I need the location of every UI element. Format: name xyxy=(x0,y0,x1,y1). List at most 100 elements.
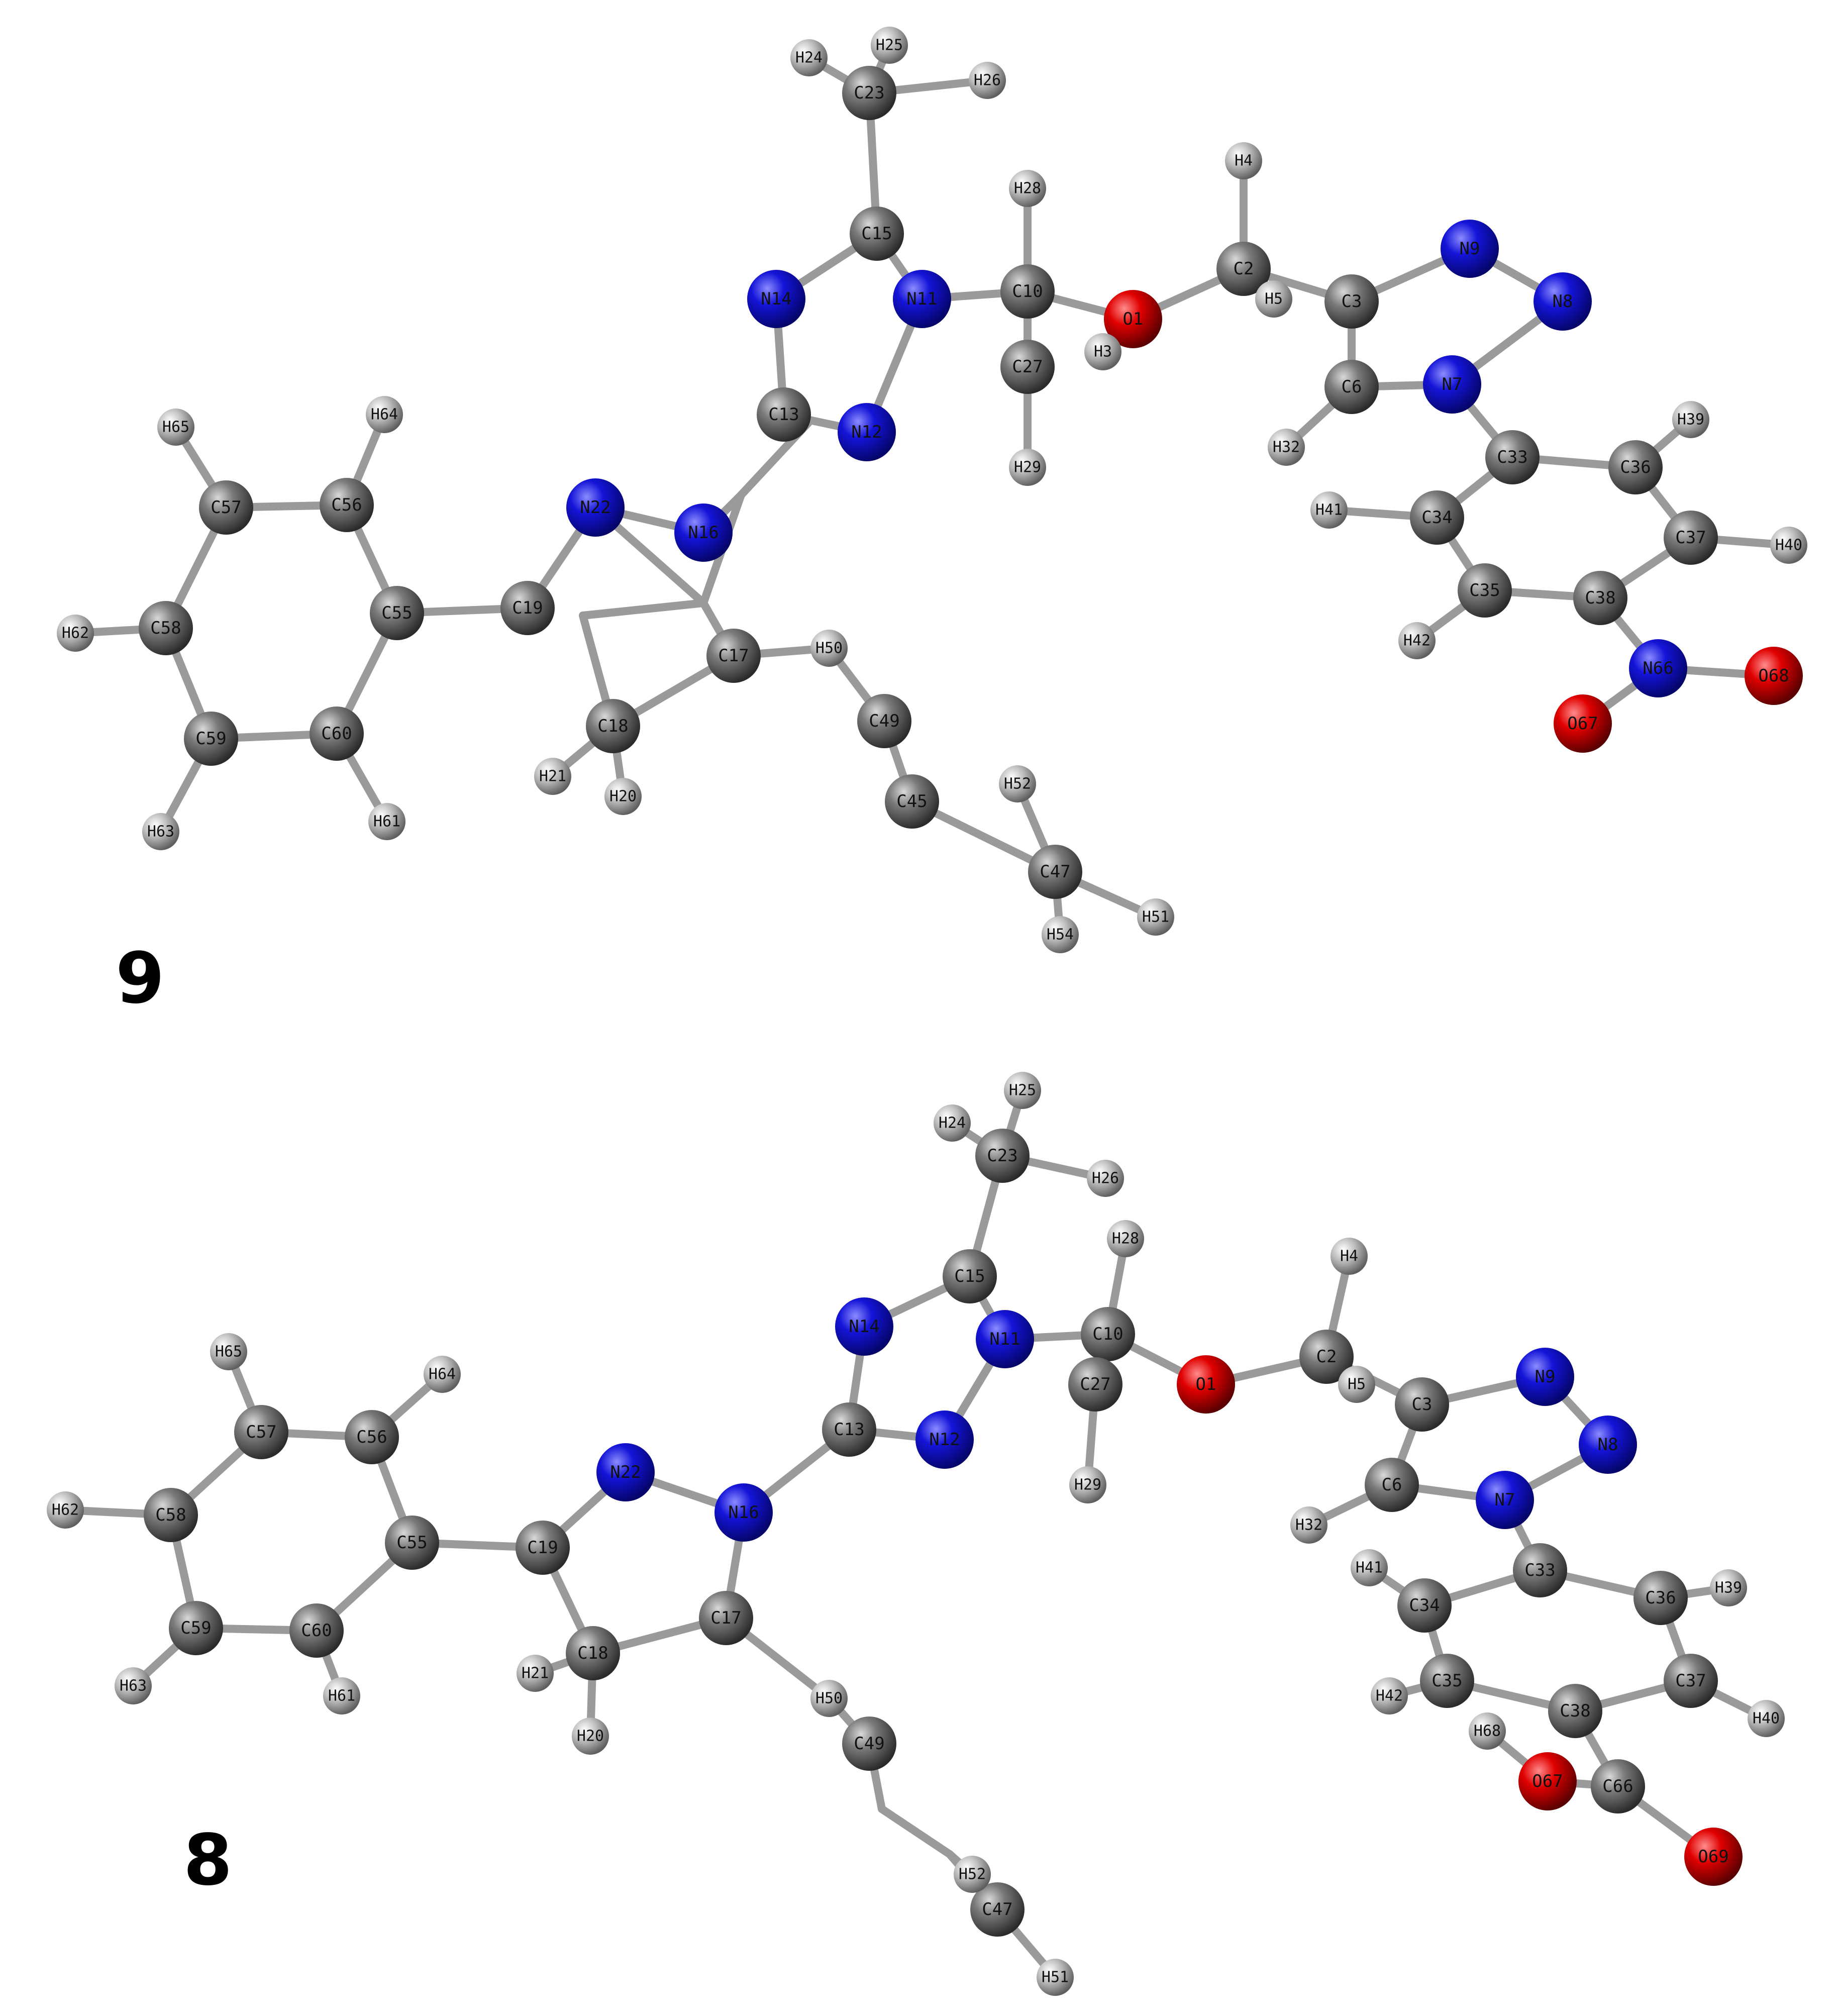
atom-c13: C13 xyxy=(822,1402,876,1457)
atom-h40: H40 xyxy=(1770,527,1807,564)
atom-c60: C60 xyxy=(289,1603,344,1658)
atom-sphere xyxy=(893,270,951,328)
atom-label: C49 xyxy=(869,711,899,731)
atom-label: H24 xyxy=(795,49,823,67)
atom-sphere xyxy=(1371,1677,1408,1715)
atom-sphere xyxy=(1518,1752,1577,1810)
atom-label: H28 xyxy=(1112,1230,1139,1248)
atom-label: H51 xyxy=(1142,909,1169,926)
atom-sphere xyxy=(566,1626,620,1680)
atom-n8: N8 xyxy=(1579,1416,1637,1474)
atom-label: H65 xyxy=(215,1343,242,1361)
atom-sphere xyxy=(596,1443,655,1501)
atom-sphere xyxy=(1324,360,1379,414)
atom-sphere xyxy=(674,503,733,562)
atom-label: H29 xyxy=(1014,459,1041,476)
atom-c6: C6 xyxy=(1324,360,1379,414)
atom-label: C18 xyxy=(577,1643,608,1663)
atom-sphere xyxy=(572,1718,609,1755)
atom-sphere xyxy=(1441,220,1499,278)
atom-h29: H29 xyxy=(1009,449,1046,486)
atom-c23: C23 xyxy=(842,66,896,120)
atom-label: C47 xyxy=(1040,862,1070,882)
atom-c58: C58 xyxy=(139,601,193,655)
atom-c3: C3 xyxy=(1395,1377,1449,1432)
atom-sphere xyxy=(368,803,405,840)
atom-o68: O68 xyxy=(1745,647,1803,705)
atom-c15: C15 xyxy=(943,1249,997,1303)
atom-label: C33 xyxy=(1524,1560,1555,1580)
atom-label: C15 xyxy=(954,1266,985,1286)
atom-n7: N7 xyxy=(1423,355,1481,414)
atom-sphere xyxy=(1591,1759,1645,1813)
atom-sphere xyxy=(915,1410,974,1469)
atom-sphere xyxy=(1410,490,1464,545)
atom-label: C66 xyxy=(1602,1776,1633,1796)
atom-h5: H5 xyxy=(1255,280,1292,318)
atom-h52: H52 xyxy=(954,1856,991,1893)
atom-label: N12 xyxy=(929,1430,960,1450)
atom-sphere xyxy=(1338,1366,1375,1403)
atom-h42: H42 xyxy=(1398,622,1436,659)
atom-label: N22 xyxy=(580,497,610,518)
atom-h20: H20 xyxy=(604,778,642,815)
atom-c59: C59 xyxy=(184,712,238,766)
atom-c59: C59 xyxy=(169,1601,223,1655)
atom-sphere xyxy=(699,1591,753,1645)
atom-sphere xyxy=(714,1483,773,1542)
atom-sphere xyxy=(822,1402,876,1457)
atom-label: H40 xyxy=(1753,1710,1780,1728)
atom-sphere xyxy=(871,27,908,64)
atom-label: H25 xyxy=(876,37,903,54)
atom-sphere xyxy=(345,1410,399,1464)
atom-c35: C35 xyxy=(1458,563,1512,618)
atom-sphere xyxy=(47,1491,84,1529)
atom-sphere xyxy=(1672,401,1709,438)
atom-h54: H54 xyxy=(1042,916,1079,953)
atom-h29: H29 xyxy=(1069,1466,1106,1503)
atom-sphere xyxy=(1081,1307,1135,1361)
atom-label: H41 xyxy=(1356,1559,1383,1577)
atom-label: H40 xyxy=(1775,537,1802,554)
atom-label: C57 xyxy=(246,1422,276,1442)
atom-label: H20 xyxy=(577,1728,604,1745)
atom-sphere xyxy=(954,1856,991,1893)
atom-sphere xyxy=(970,1882,1025,1937)
atom-sphere xyxy=(320,478,374,532)
atom-sphere xyxy=(1629,639,1687,697)
atom-label: N9 xyxy=(1535,1367,1556,1387)
atom-c2: C2 xyxy=(1299,1330,1354,1384)
atom-n22: N22 xyxy=(566,478,625,537)
atom-label: C6 xyxy=(1382,1475,1402,1495)
atom-sphere xyxy=(1177,1355,1235,1414)
atom-sphere xyxy=(424,1356,461,1393)
atom-h62: H62 xyxy=(57,615,94,652)
atom-label: C15 xyxy=(861,224,892,244)
atom-sphere xyxy=(115,1667,152,1704)
atom-label: C57 xyxy=(211,497,241,518)
atom-sphere xyxy=(969,62,1006,99)
atom-c18: C18 xyxy=(586,699,640,753)
atom-sphere xyxy=(1084,333,1121,370)
atom-label: C37 xyxy=(1675,528,1706,548)
atom-n9: N9 xyxy=(1516,1348,1574,1406)
atom-label: N12 xyxy=(851,422,882,442)
atom-label: H42 xyxy=(1376,1687,1403,1705)
atom-label: H52 xyxy=(959,1866,986,1883)
atom-sphere xyxy=(1608,440,1663,494)
atom-label: H32 xyxy=(1273,439,1300,456)
atom-sphere xyxy=(184,712,238,766)
atom-label: C13 xyxy=(834,1420,864,1440)
atom-label: N14 xyxy=(849,1317,879,1337)
atom-sphere xyxy=(157,409,194,446)
atom-label: H64 xyxy=(371,406,398,424)
bonds-8 xyxy=(61,1086,1770,1981)
atom-c10: C10 xyxy=(1081,1307,1135,1361)
atom-h62: H62 xyxy=(47,1491,84,1529)
atom-sphere xyxy=(517,1655,554,1692)
atom-sphere xyxy=(1004,1072,1041,1109)
atom-c49: C49 xyxy=(842,1717,896,1771)
atom-c66: C66 xyxy=(1591,1759,1645,1813)
atom-h24: H24 xyxy=(790,39,828,76)
